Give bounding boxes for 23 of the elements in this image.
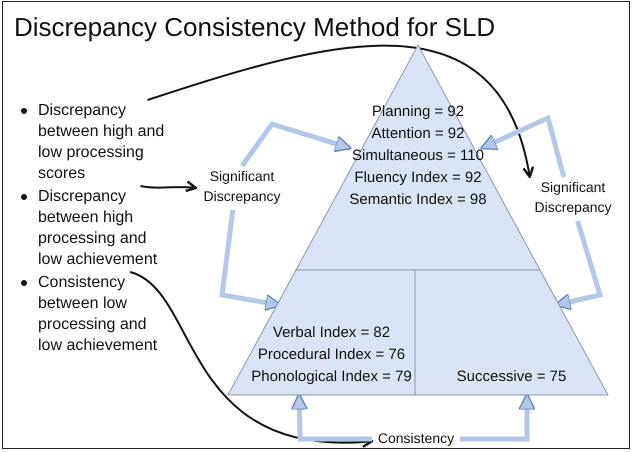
bullet-text: Discrepancy between high and low processing scores [38, 101, 166, 184]
arrow-label: Significant Discrepancy [533, 178, 613, 217]
arrow [140, 180, 198, 193]
arrow [130, 271, 374, 448]
block-arrow [480, 114, 566, 178]
score-text: Procedural Index = 76 [258, 345, 406, 365]
title: Discrepancy Consistency Method for SLD [14, 12, 496, 43]
arrow-label: Significant Discrepancy [202, 167, 282, 206]
score-text: Fluency Index = 92 [354, 168, 482, 188]
block-arrow [240, 121, 352, 168]
arrow-label: Consistency [378, 429, 454, 448]
score-text: Successive = 75 [456, 367, 566, 387]
score-text: Phonological Index = 79 [251, 367, 412, 387]
bullet-text: Consistency between low processing and low achievement [38, 273, 158, 356]
pyramid-section [228, 270, 415, 395]
score-text: Verbal Index = 82 [272, 323, 390, 343]
arrow [147, 44, 534, 178]
score-text: Simultaneous = 110 [352, 146, 484, 166]
pyramid-section [415, 270, 608, 395]
score-text: Attention = 92 [372, 124, 464, 144]
score-text: Semantic Index = 98 [349, 190, 487, 210]
bullet-text: Discrepancy between high processing and low achievement [38, 187, 158, 270]
score-text: Planning = 92 [372, 102, 464, 122]
